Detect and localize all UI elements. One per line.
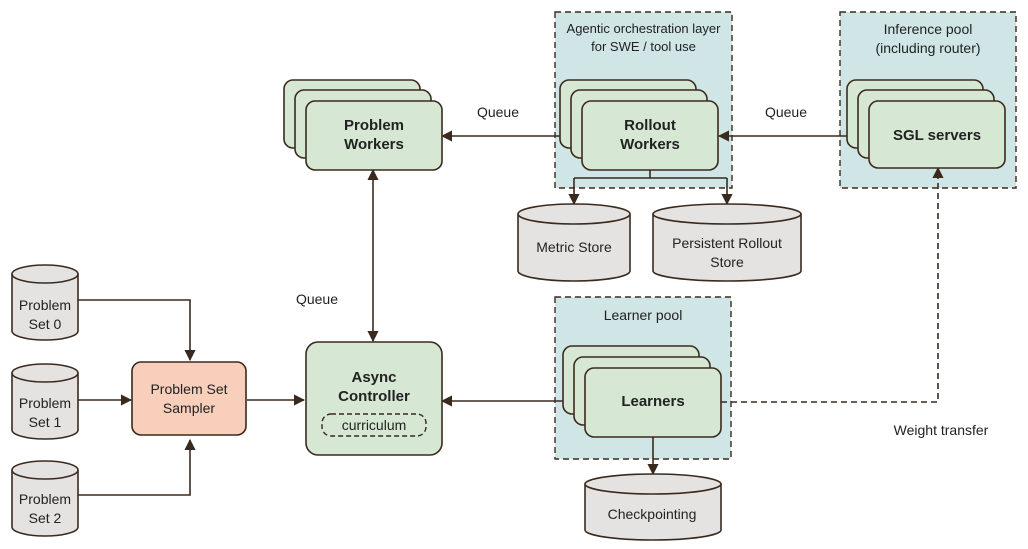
learners-label: Learners (621, 393, 684, 410)
edge-weight-transfer (721, 166, 944, 403)
sgl-servers-node: SGL servers (846, 79, 1006, 169)
checkpointing-db: Checkpointing (584, 473, 722, 541)
curriculum-box (321, 413, 427, 437)
metric-store-label: Metric Store (536, 239, 612, 255)
queue-label-right: Queue (765, 104, 807, 120)
rollout-workers-label-line2: Workers (620, 136, 680, 153)
problem-workers-label-line2: Workers (344, 136, 404, 153)
sgl-servers-label: SGL servers (893, 127, 981, 144)
edge-set0-sampler (78, 299, 196, 362)
problem-set-1-label-line1: Problem (19, 395, 71, 411)
rollout-workers-node: Rollout Workers (559, 79, 719, 171)
problem-set-2-label-line1: Problem (19, 491, 71, 507)
metric-store-db: Metric Store (517, 203, 631, 282)
queue-label-left: Queue (477, 104, 519, 120)
rollout-workers-label-line1: Rollout (624, 117, 676, 134)
curriculum-label: curriculum (342, 417, 407, 433)
sampler-label-line1: Problem Set (150, 381, 227, 397)
agentic-pool-label-line2: for SWE / tool use (591, 39, 696, 54)
inference-pool-label-line1: Inference pool (884, 21, 973, 37)
problem-set-1-label-line2: Set 1 (29, 414, 62, 430)
queue-label-vertical: Queue (296, 291, 338, 307)
edges (78, 130, 944, 496)
edge-set2-sampler (78, 438, 196, 496)
problem-set-0-label-line2: Set 0 (29, 316, 62, 332)
problem-set-2-label-line2: Set 2 (29, 510, 62, 526)
learner-pool-label: Learner pool (604, 307, 683, 323)
checkpointing-label: Checkpointing (608, 506, 697, 522)
problem-set-0-db: Problem Set 0 (11, 264, 79, 341)
agentic-pool-label-line1: Agentic orchestration layer (567, 21, 722, 36)
problem-workers-node: Problem Workers (283, 79, 443, 171)
problem-workers-label-line1: Problem (344, 117, 404, 134)
problem-set-sampler-node: Problem Set Sampler (131, 361, 247, 436)
persistent-rollout-store-db: Persistent Rollout Store (652, 203, 802, 282)
persistent-rollout-store-label-line2: Store (710, 254, 744, 270)
problem-set-0-label-line1: Problem (19, 297, 71, 313)
problem-set-1-db: Problem Set 1 (11, 363, 79, 440)
sampler-label-line2: Sampler (163, 400, 215, 416)
persistent-rollout-store-label-line1: Persistent Rollout (672, 235, 782, 251)
learners-node: Learners (562, 345, 722, 438)
async-controller-label-line2: Controller (338, 388, 410, 405)
weight-transfer-label: Weight transfer (894, 422, 989, 438)
inference-pool-label-line2: (including router) (875, 40, 980, 56)
async-controller-label-line1: Async (351, 369, 396, 386)
async-controller-node: Async Controller curriculum (305, 341, 443, 456)
problem-set-2-db: Problem Set 2 (11, 460, 79, 537)
